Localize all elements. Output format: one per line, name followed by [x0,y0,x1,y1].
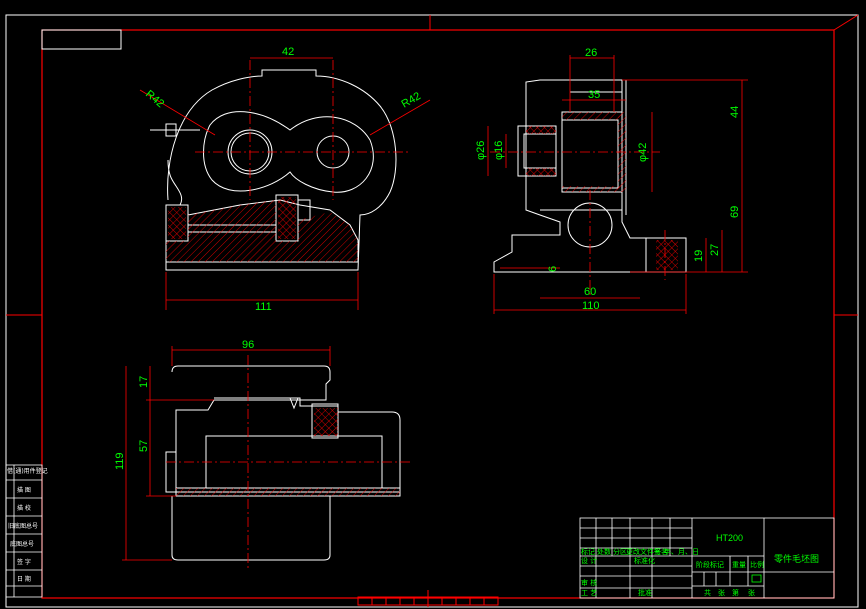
side-row-4: 底图总号 [10,540,34,548]
side-row-6: 日 期 [17,575,31,583]
title-block [579,517,835,599]
dim-side-small-27: 27 [709,244,721,256]
dim-side-base-60: 60 [584,286,596,298]
tb-row-label-2: 分区 [613,547,627,556]
tb-review-label: 审 核 [581,578,597,587]
tb-row-label-0: 标记 [581,547,595,556]
tb-process-label: 工 艺 [581,589,597,597]
top-view-centerlines [166,355,410,570]
front-view-centerlines [195,60,410,200]
dim-side-right-height-top: 44 [729,106,741,118]
dim-side-small-6: 6 [547,266,559,272]
dim-side-dia-42: φ42 [637,143,649,162]
tb-standard-label: 标准化 [634,556,655,565]
tb-row-label-4: 签名 [654,547,668,556]
side-registration-table [5,464,43,598]
dim-side-dia-16: φ16 [493,141,505,160]
top-view [165,365,401,561]
tb-sheets-total: 共 [704,588,711,597]
dim-side-top-width: 26 [585,47,597,59]
side-row-3: 旧底图总号 [8,522,38,530]
top-view-hatching [176,408,400,496]
tb-weight-label: 重量 [732,561,746,569]
tb-approve-label: 批准 [638,588,652,597]
tb-design-label: 设 计 [581,556,597,565]
side-row-5: 签 字 [17,558,31,566]
side-view-hatching [526,112,678,270]
dim-top-height-119: 119 [114,452,126,470]
tb-sheet-of: 第 [732,588,739,597]
tb-row-label-3: 更改文件号 [626,547,661,556]
tb-stage-label: 阶段标记 [696,560,724,569]
side-view-dimensions [487,55,748,314]
front-view-dimensions [139,57,431,310]
side-row-1: 描 图 [17,486,31,494]
side-row-2: 描 校 [17,504,31,512]
dim-top-width-96: 96 [242,339,254,351]
dim-side-right-height-mid: 69 [729,206,741,218]
dim-side-inner-width: 35 [588,89,600,101]
dim-front-radius-right: R42 [400,90,423,110]
dim-side-base-110: 110 [582,300,600,312]
side-view-centerlines [490,151,666,295]
tb-material: HT200 [716,533,743,543]
tb-row-label-5: 年、月、日 [664,547,699,556]
dim-side-small-19: 19 [693,250,705,262]
front-view-hatching [166,197,358,262]
dim-front-bottom-width: 111 [255,301,272,313]
tb-scale-label: 比例 [750,560,764,569]
dim-side-dia-26: φ26 [475,141,487,160]
dim-top-height-57: 57 [138,440,150,452]
tb-sheet-label-2: 张 [748,588,755,597]
drawing-frame [5,14,859,608]
side-row-0: 借(通)用件登记 [7,467,48,475]
top-view-dimensions [122,346,331,561]
dim-front-top-width: 42 [282,46,294,58]
tb-sheet-label: 张 [718,588,725,597]
tb-row-label-1: 处数 [597,547,611,556]
dim-front-radius-left: R42 [143,88,166,110]
tb-drawing-name: 零件毛坯图 [774,553,819,564]
dim-top-height-17: 17 [138,376,150,388]
